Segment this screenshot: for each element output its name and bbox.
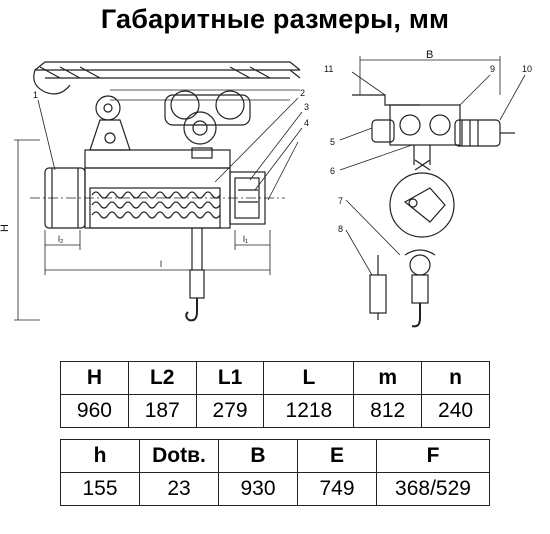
header-cell: n	[421, 361, 490, 395]
dimension-lines-left	[14, 89, 300, 321]
callout-leaders-right	[339, 71, 526, 276]
dim-l2-label: l₂	[58, 234, 64, 244]
header-cell: L1	[195, 361, 265, 395]
value-cell: 1218	[263, 394, 355, 428]
callout-2: 2	[300, 88, 305, 98]
value-cell: 155	[60, 472, 140, 506]
value-cell: 279	[195, 394, 265, 428]
header-cell: E	[297, 439, 377, 473]
dimensions-table-1: H L2 L1 L m n 960 187 279 1218 812 240	[60, 361, 490, 428]
callout-6: 6	[330, 166, 335, 176]
hook-block	[185, 228, 205, 322]
header-cell: H	[60, 361, 129, 395]
end-view	[352, 56, 515, 328]
callout-5: 5	[330, 137, 335, 147]
table-row: 960 187 279 1218 812 240	[60, 394, 490, 428]
header-cell: L	[263, 361, 355, 395]
value-cell: 187	[127, 394, 197, 428]
header-cell: L2	[127, 361, 197, 395]
value-cell: 368/529	[376, 472, 490, 506]
page-title: Габаритные размеры, мм	[100, 4, 450, 34]
header-cell: B	[218, 439, 298, 473]
trolley	[89, 90, 251, 159]
header-cell: m	[353, 361, 423, 395]
callout-8: 8	[338, 224, 343, 234]
value-cell: 930	[218, 472, 298, 506]
dim-B-label: B	[426, 50, 433, 61]
callout-3: 3	[304, 102, 309, 112]
callout-leaders-left	[37, 97, 303, 201]
callout-4: 4	[304, 118, 309, 128]
callout-1: 1	[33, 90, 38, 100]
value-cell: 240	[421, 394, 490, 428]
dimensions-table-2: h Dotв. B E F 155 23 930 749 368/529	[60, 439, 490, 506]
header-cell: h	[60, 439, 140, 473]
dim-l1-label: l₁	[243, 234, 248, 244]
callout-11: 11	[324, 64, 333, 74]
header-cell: F	[376, 439, 490, 473]
hoist-technical-drawing: H l₂ l₁ l 1 2 3 4	[0, 50, 532, 328]
value-cell: 812	[353, 394, 423, 428]
callout-7: 7	[338, 196, 343, 206]
rail-beam	[33, 61, 301, 95]
callout-10: 10	[522, 64, 532, 74]
header-cell: Dotв.	[139, 439, 219, 473]
table-header-row: h Dotв. B E F	[60, 439, 490, 473]
value-cell: 960	[60, 394, 129, 428]
table-header-row: H L2 L1 L m n	[60, 361, 490, 395]
callout-9: 9	[490, 64, 495, 74]
dim-H-label: H	[0, 224, 11, 232]
dim-l-label: l	[160, 259, 162, 269]
hoist-body	[30, 149, 285, 229]
value-cell: 749	[297, 472, 377, 506]
value-cell: 23	[139, 472, 219, 506]
table-row: 155 23 930 749 368/529	[60, 472, 490, 506]
